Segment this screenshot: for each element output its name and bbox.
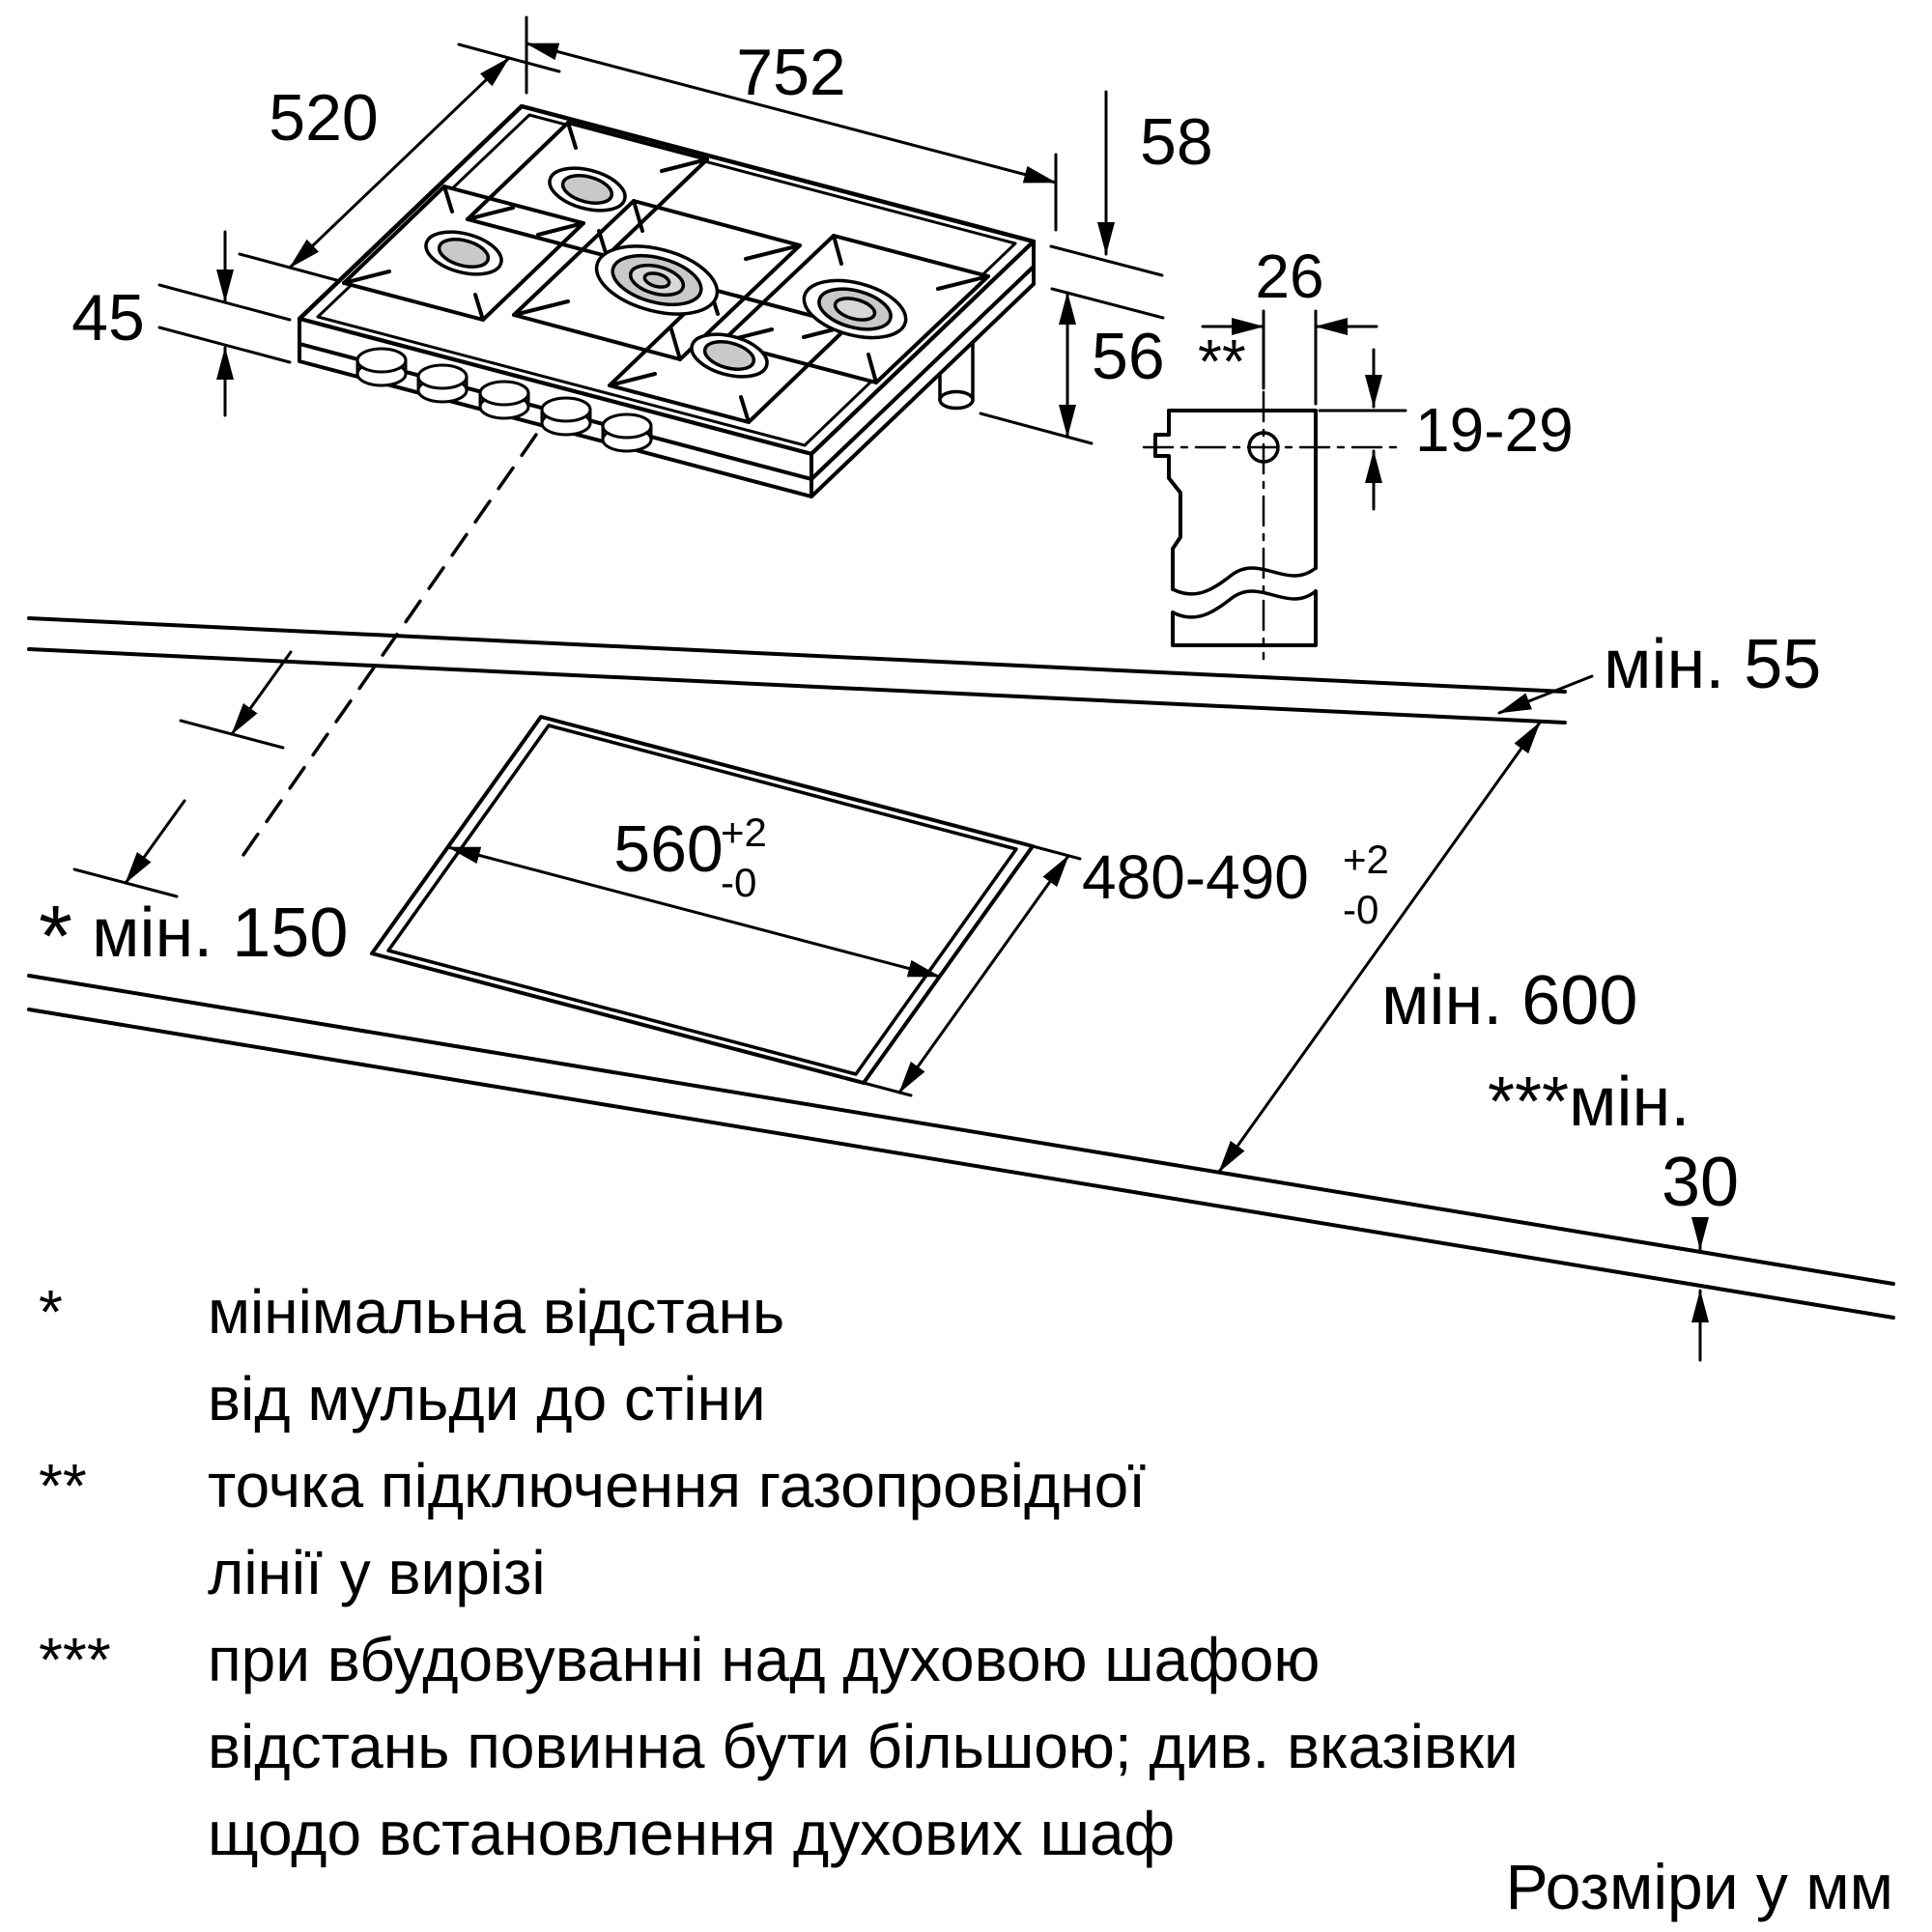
hob-base-right <box>810 265 1036 498</box>
gas-inlet-pipe-bottom <box>938 389 975 411</box>
dimension-19-29: 19-29 <box>1318 348 1574 511</box>
knob-top <box>416 363 469 390</box>
profile-break-wave-1 <box>1171 566 1318 596</box>
tolerance-minus-label: -0 <box>721 860 756 905</box>
dimension-520: 520 <box>238 43 561 283</box>
footnote-line: щодо встановлення духових шаф <box>208 1799 1175 1868</box>
dimension-line <box>1217 721 1542 1174</box>
burner-cap <box>833 297 877 322</box>
knob-top <box>355 347 408 374</box>
dimension-label: 58 <box>1140 105 1213 179</box>
gas-point-marker: ** <box>1198 327 1246 396</box>
clearance-left: * мін. 150 <box>39 650 348 985</box>
dimension-58: 58 <box>1049 90 1213 277</box>
countertop-front-edge-line-2 <box>27 1008 1895 1320</box>
dimension-line <box>525 42 1058 185</box>
dimension-label: 45 <box>71 281 145 355</box>
extension-line <box>1031 844 1082 861</box>
clearance-label: мін. 150 <box>92 895 348 972</box>
profile-clamp-steps <box>1153 409 1182 591</box>
clearance-label: мін. 600 <box>1381 962 1637 1039</box>
dimension-752: 752 <box>525 15 1058 232</box>
clearance-back: мін. 55 <box>1497 626 1821 715</box>
dimension-label: 752 <box>736 36 845 109</box>
dimension-label: 560 <box>613 812 723 886</box>
footnote-marker: * <box>39 889 72 985</box>
tolerance-plus-label: +2 <box>1343 837 1389 882</box>
tolerance-minus-label: -0 <box>1343 887 1378 932</box>
units-note: Розміри у мм <box>1506 1851 1893 1922</box>
footnote-line: мінімальна відстань <box>208 1277 784 1347</box>
footnote-line: відстань повинна бути більшою; див. вказ… <box>208 1712 1519 1781</box>
dimension-arrow <box>230 650 293 736</box>
clearance-value: 30 <box>1662 1144 1739 1221</box>
footnote-marker: ** <box>39 1451 87 1520</box>
knob-sides <box>355 358 653 441</box>
profile-lower-section <box>1171 589 1318 647</box>
dimension-56: 56 <box>979 287 1165 445</box>
dimension-label: 56 <box>1092 320 1165 393</box>
burner-front <box>690 332 769 379</box>
footnotes-block: * мінімальна відстань від мульди до стін… <box>39 1277 1519 1868</box>
extension-line <box>1049 244 1164 277</box>
dimension-26: 26 ** <box>1198 242 1378 406</box>
gas-inlet-pipe <box>938 341 975 411</box>
edge-profile-detail: 26 ** 19-29 <box>1142 242 1574 661</box>
countertop-back-edge-line-1 <box>27 616 1567 694</box>
footnote-line: від мульди до стіни <box>208 1364 766 1434</box>
countertop-front-edge-line-1 <box>27 974 1895 1286</box>
burner-cap-center <box>642 271 671 289</box>
footnote-line: точка підключення газопровідної <box>208 1451 1146 1520</box>
clearance-depth: мін. 600 <box>1217 721 1637 1174</box>
burner-center-wok <box>594 244 720 316</box>
footnote-line: лінії у вирізі <box>208 1538 546 1607</box>
dimension-label: 520 <box>269 81 378 155</box>
profile-break-wave-2 <box>1171 589 1318 619</box>
dimension-arrow <box>124 799 186 885</box>
knob-top <box>601 412 653 440</box>
hob-projection-dashed-line <box>235 433 538 867</box>
burner-cap <box>702 340 756 371</box>
dimension-label: 19-29 <box>1415 395 1574 465</box>
clearance-label: ***мін. <box>1488 1064 1690 1141</box>
footnote-line: при вбудовуванні над духовою шафою <box>208 1625 1320 1694</box>
control-knobs <box>355 347 653 453</box>
knob-top <box>540 396 592 423</box>
leader-arrow <box>1497 674 1594 715</box>
clearance-label: мін. 55 <box>1604 626 1821 703</box>
dimension-45: 45 <box>71 230 292 417</box>
cutout-outline-inner <box>386 724 1018 1076</box>
clearance-oven: ***мін. 30 <box>1488 1064 1739 1362</box>
knob-top <box>478 380 530 407</box>
extension-line <box>862 1081 913 1097</box>
burner-right <box>802 278 908 340</box>
dimension-line <box>288 56 511 270</box>
profile-top-and-right-edge <box>1167 409 1318 570</box>
dimension-line <box>446 845 942 979</box>
footnote-marker: * <box>39 1277 63 1347</box>
footnote-marker: *** <box>39 1625 111 1694</box>
dimension-cutout-width: 560 +2 -0 <box>446 810 942 979</box>
dimension-label: 480-490 <box>1082 842 1309 912</box>
tolerance-plus-label: +2 <box>721 810 767 855</box>
dimension-line <box>897 854 1070 1094</box>
dimension-label: 26 <box>1255 242 1323 311</box>
